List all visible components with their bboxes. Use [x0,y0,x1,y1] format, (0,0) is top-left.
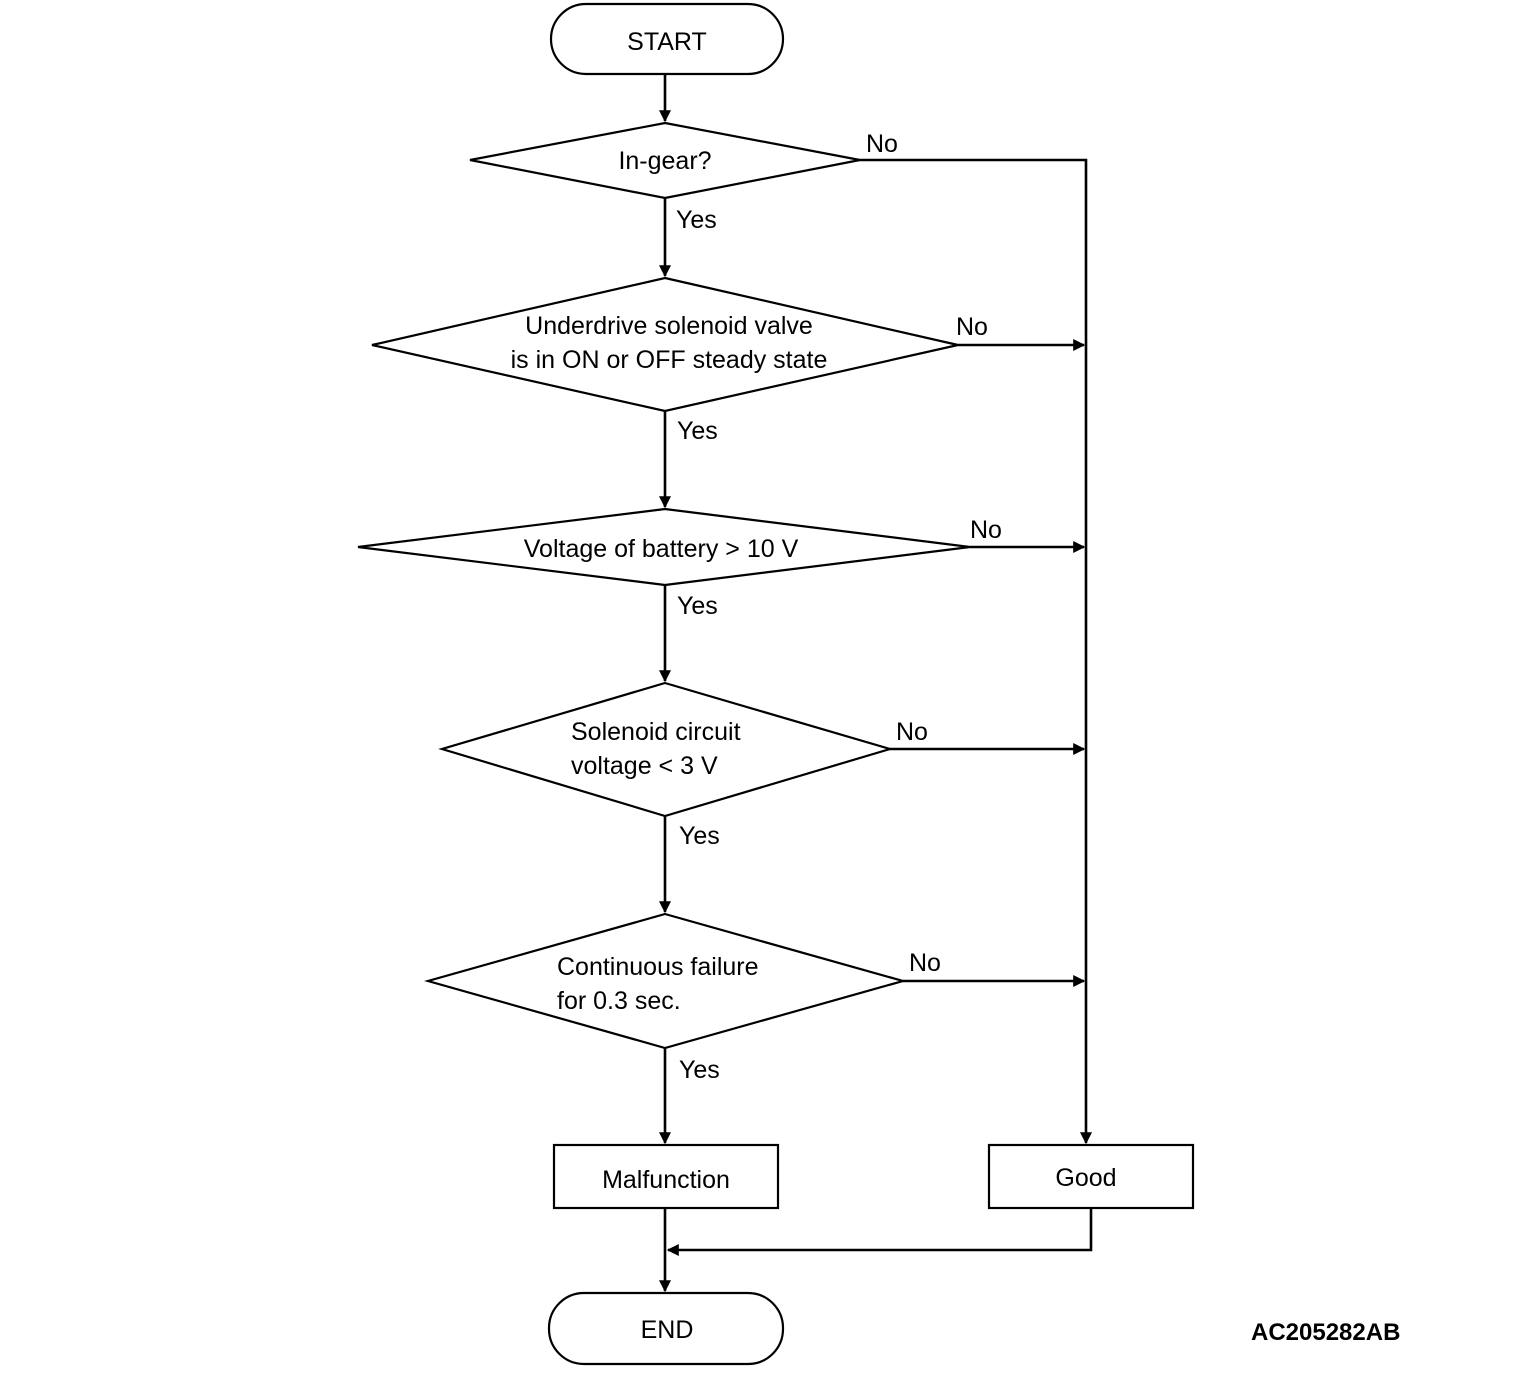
yes-label: Yes [677,417,718,445]
figure-id: AC205282AB [1251,1319,1400,1346]
yes-label: Yes [679,822,720,850]
malfunction-box [552,1143,780,1210]
decision-2-line-2: is in ON or OFF steady state [511,346,828,374]
malfunction-label: Malfunction [602,1166,730,1194]
start-terminal [549,2,785,76]
end-label: END [641,1316,694,1344]
good-return-path [666,1208,1093,1256]
end-terminal [547,1291,785,1366]
decision-4-line-1: Solenoid circuit [571,718,741,746]
decision-continuous-failure [423,912,908,1050]
yes-label: Yes [677,592,718,620]
no-label: No [866,130,898,158]
decision-5-line-2: for 0.3 sec. [557,987,681,1015]
no-label: No [956,313,988,341]
good-box [987,1143,1195,1210]
no-label: No [909,949,941,977]
start-label: START [627,28,707,56]
decision-1-text: In-gear? [618,147,711,175]
no-label: No [970,516,1002,544]
no-path-trunk [860,158,1092,1145]
yes-label: Yes [676,206,717,234]
decision-solenoid-steady-state [371,276,959,413]
decision-2-line-1: Underdrive solenoid valve [525,312,813,340]
decision-3-text: Voltage of battery > 10 V [524,535,799,563]
yes-label: Yes [679,1056,720,1084]
decision-4-line-2: voltage < 3 V [571,752,718,780]
good-label: Good [1055,1164,1116,1192]
decision-solenoid-circuit-voltage [438,681,894,818]
no-label: No [896,718,928,746]
decision-5-line-1: Continuous failure [557,953,759,981]
